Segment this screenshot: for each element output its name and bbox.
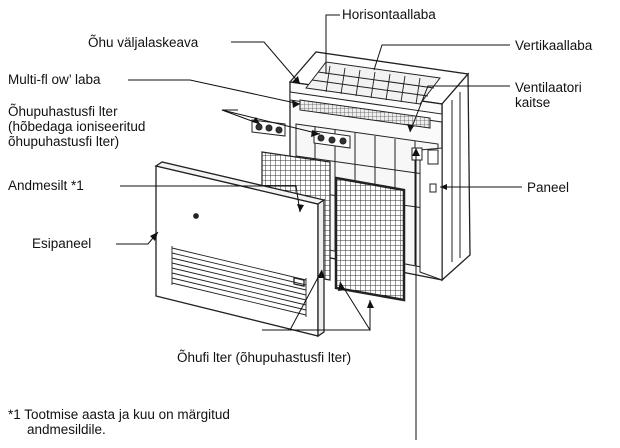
label-fan-guard: Ventilaatori kaitse [515, 80, 582, 110]
right-air-filter [334, 176, 406, 302]
arrowheads [150, 76, 447, 308]
multiflow-louver [289, 91, 443, 129]
label-horizontal-louver: Horisontaallaba [342, 7, 436, 22]
air-purifying-filters [251, 119, 351, 149]
label-air-purifying-filter-line2: (hõbedaga ioniseeritud [8, 119, 146, 134]
leader-lines [116, 14, 522, 440]
front-panel [154, 161, 326, 338]
label-panel: Paneel [527, 180, 570, 195]
label-name-plate: Andmesilt *1 [8, 178, 84, 193]
label-multiflow-louver: Multi-fl ow’ laba [8, 72, 101, 87]
front-panel-grille [171, 246, 307, 317]
label-fan-guard-line1: Ventilaatori [515, 80, 582, 95]
label-front-panel: Esipaneel [32, 236, 92, 251]
footnote-line2: andmesildile. [27, 422, 106, 437]
label-air-filter: Õhufi lter (õhupuhastusfi lter) [177, 350, 352, 365]
label-fan-guard-line2: kaitse [515, 95, 551, 110]
label-air-purifying-filter-line3: õhupuhastusfi lter) [8, 134, 120, 149]
label-air-purifying-filter: Õhupuhastusfi lter (hõbedaga ioniseeritu… [8, 104, 145, 149]
label-air-purifying-filter-line1: Õhupuhastusfi lter [8, 104, 118, 119]
vertical-louver [325, 65, 421, 105]
footnote-line1: *1 Tootmise aasta ja kuu on märgitud [8, 407, 230, 422]
side-panel [419, 92, 461, 281]
footnote: *1 Tootmise aasta ja kuu on märgitud and… [8, 407, 230, 437]
label-air-outlet: Õhu väljalaskeava [88, 35, 199, 50]
label-vertical-louver: Vertikaallaba [515, 38, 593, 53]
